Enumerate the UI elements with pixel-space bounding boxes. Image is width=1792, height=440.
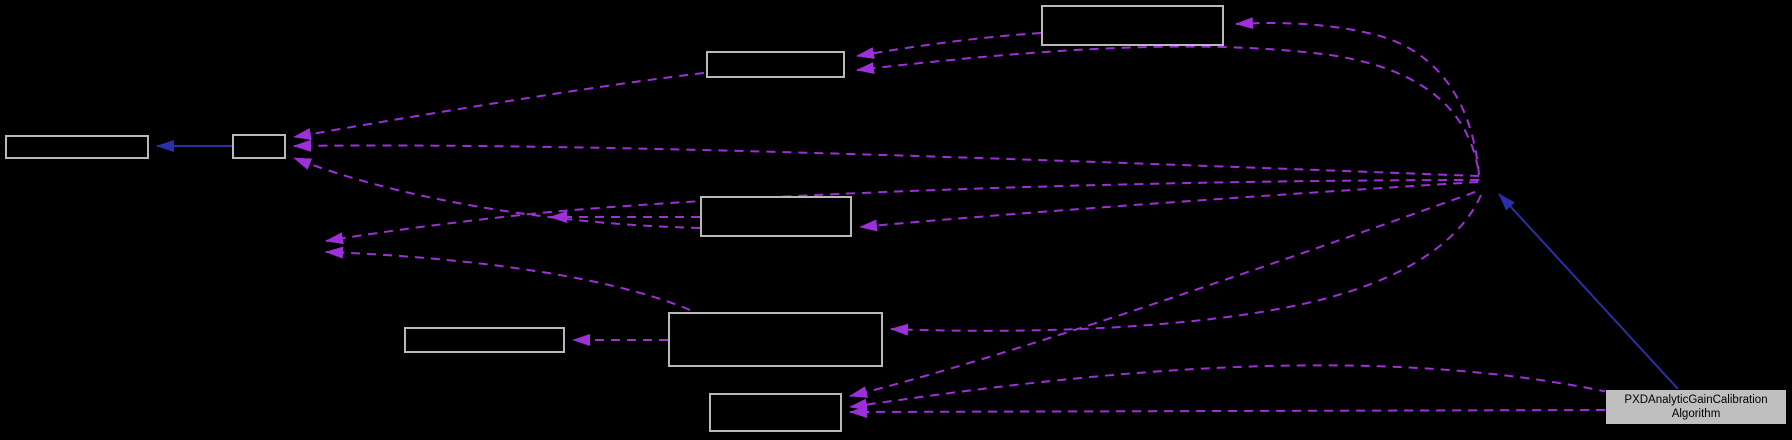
edge-bigbox-to-float-lower [325,246,691,311]
node-far-left[interactable] [5,135,149,159]
edge-hub-to-uppermid [856,45,1479,169]
node-middle[interactable] [700,196,852,237]
edge-labeled-to-bottombox-1 [849,364,1609,411]
edge-topbox-to-uppermid [856,32,1042,59]
edge-labeled-to-hub [1498,193,1679,390]
node-big[interactable] [668,312,883,367]
edge-hub-to-bottombox-1 [849,191,1476,398]
edge-hub-to-smallleft [293,139,1480,177]
edge-hub-to-middle [859,181,1479,232]
edge-hub-to-float-upper [325,179,1480,245]
edge-labeled-to-bottombox-2 [849,405,1606,418]
node-upper-mid[interactable] [706,51,845,78]
edge-hub-to-bigbox [890,194,1482,336]
edge-uppermid-to-smallleft [293,72,705,140]
node-top[interactable] [1041,5,1224,46]
node-lower-left[interactable] [404,327,565,353]
edge-hub-to-top-box [1235,17,1480,176]
node-pxd-analytic-gain-calibration-algorithm-label-line-1: PXDAnalyticGainCalibration [1624,394,1768,406]
edge-middle-to-smallleft [293,157,701,229]
node-bottom[interactable] [709,393,842,432]
node-pxd-analytic-gain-calibration-algorithm-label-line-2: Algorithm [1671,408,1721,420]
node-small-left[interactable] [232,134,286,159]
